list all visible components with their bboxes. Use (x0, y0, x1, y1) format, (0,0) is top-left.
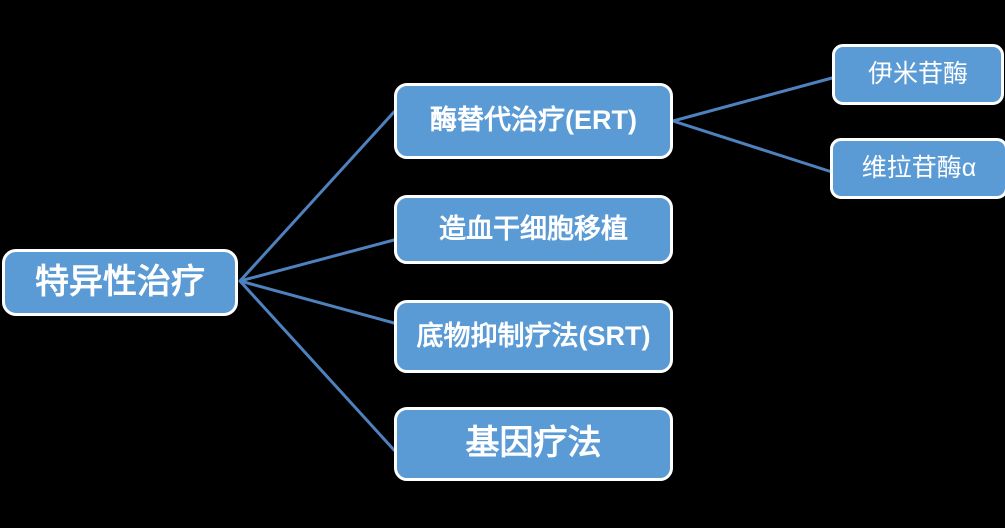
node-root-specific-treatment[interactable]: 特异性治疗 (2, 249, 238, 316)
node-gene-therapy[interactable]: 基因疗法 (394, 407, 673, 481)
node-velaglucerase-alfa[interactable]: 维拉苷酶α (830, 138, 1005, 199)
edge-ert-to-imiglucerase (671, 76, 834, 123)
node-substrate-reduction-therapy[interactable]: 底物抑制疗法(SRT) (394, 300, 673, 373)
edge-root-to-srt (238, 279, 396, 325)
node-enzyme-replacement-therapy[interactable]: 酶替代治疗(ERT) (394, 83, 673, 159)
edge-root-to-gene (238, 279, 396, 452)
edge-root-to-hsct (238, 238, 396, 283)
node-hematopoietic-stem-cell-transplant[interactable]: 造血干细胞移植 (394, 195, 673, 264)
edge-root-to-ert (238, 110, 396, 283)
node-imiglucerase[interactable]: 伊米苷酶 (832, 44, 1004, 105)
edge-ert-to-velaglucerase (671, 119, 834, 174)
